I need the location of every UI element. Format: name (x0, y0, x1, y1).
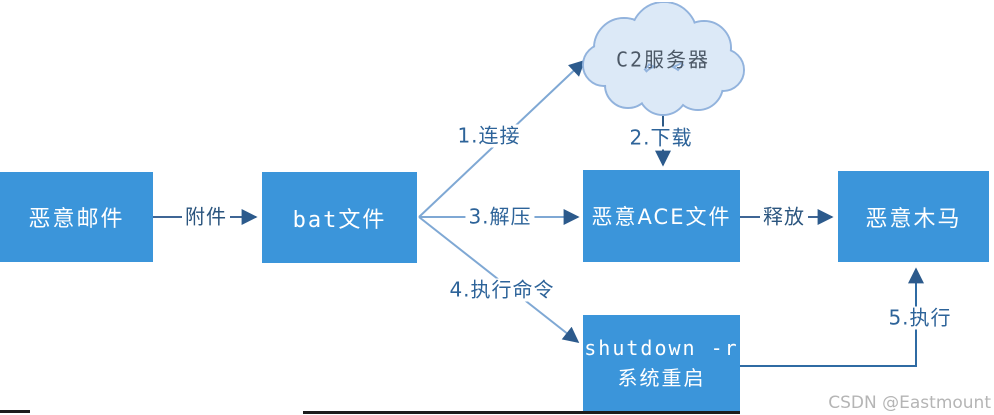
node-malicious-ace-file-label: 恶意ACE文件 (591, 205, 732, 229)
node-shutdown-restart: shutdown -r 系统重启 (583, 315, 740, 412)
node-shutdown-restart-label-line1: shutdown -r (584, 336, 739, 360)
node-malicious-trojan-label: 恶意木马 (865, 206, 962, 232)
edge-label-4-execute-command: 4.执行命令 (446, 278, 558, 302)
edge-label-2-download: 2.下载 (626, 126, 696, 150)
cloud-shape-icon (582, 1, 745, 116)
bottom-border-segment-left (0, 410, 30, 413)
edge-label-3-decompress: 3.解压 (465, 205, 535, 229)
edge-label-1-connect: 1.连接 (454, 124, 524, 148)
node-c2-cloud (578, 1, 750, 122)
edge-label-attachment: 附件 (182, 205, 230, 229)
bottom-border-segment-main (303, 411, 740, 414)
node-malicious-trojan: 恶意木马 (838, 171, 989, 262)
node-bat-file: bat文件 (262, 172, 417, 263)
node-c2-label: C2服务器 (615, 47, 711, 72)
node-malicious-ace-file: 恶意ACE文件 (583, 170, 740, 262)
node-bat-file-label: bat文件 (292, 207, 387, 233)
edge-label-release: 释放 (760, 205, 808, 229)
node-shutdown-restart-label-line2: 系统重启 (617, 366, 706, 390)
node-malicious-email: 恶意邮件 (0, 172, 153, 262)
watermark: CSDN @Eastmount (828, 393, 991, 413)
edge-shutdown-trojan (740, 267, 924, 367)
node-malicious-email-label: 恶意邮件 (28, 207, 125, 232)
edge-label-5-execute: 5.执行 (885, 306, 955, 330)
